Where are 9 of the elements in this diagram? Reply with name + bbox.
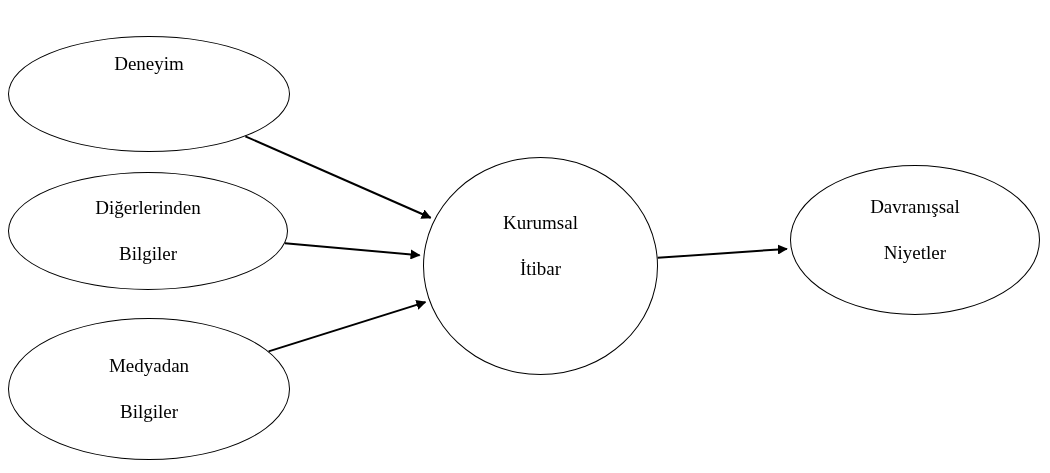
- node-label: Kurumsal İtibar: [503, 211, 578, 281]
- arrow: [283, 242, 421, 260]
- node-label: Diğerlerinden Bilgiler: [95, 196, 201, 266]
- arrow: [244, 135, 432, 219]
- node-label: Medyadan Bilgiler: [108, 354, 190, 424]
- node-label: Davranışsal Niyetler: [870, 195, 960, 265]
- arrow: [267, 300, 427, 353]
- node-label: Deneyim: [114, 52, 184, 76]
- arrow: [656, 244, 788, 259]
